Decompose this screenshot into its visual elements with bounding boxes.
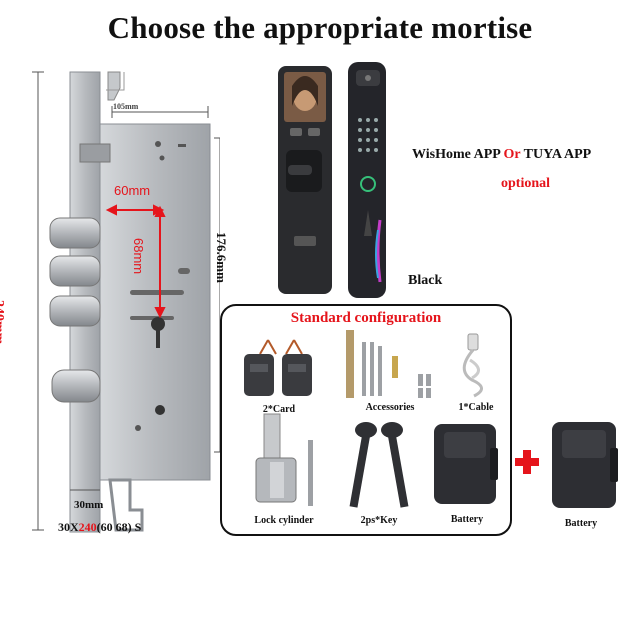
standard-configuration-box [220,304,512,536]
item-label-cable: 1*Cable [458,402,494,413]
item-label-cards: 2*Card [262,404,296,415]
keypad [358,118,378,152]
smart-lock-image [278,62,386,298]
mortise-diagram [32,71,220,533]
plus-icon [515,450,539,474]
bottom-dimension: 30mm [74,499,104,511]
inner-height-dimension: 176.6mm [214,232,229,283]
color-label: Black [408,273,443,288]
optional-label: optional [501,176,551,191]
fingerprint-icon [360,176,376,192]
item-label-battery: Battery [450,514,484,525]
bolt [49,295,101,327]
backset-dimension [105,204,166,319]
bolt [49,217,101,249]
item-label-keys: 2ps*Key [360,515,398,526]
bolt [49,255,101,287]
vertical-dimension: 68mm [131,238,146,275]
accessories-image [346,330,431,398]
lock-cylinder-image [255,413,313,506]
lock-side-panel [348,62,386,298]
keys-image [349,422,409,508]
item-label-accessories: Accessories [365,402,415,413]
battery-image [434,424,498,504]
horizontal-dimension: 60mm [114,183,151,198]
total-height-dimension: 240mm [0,300,6,345]
latch-bolt [51,369,101,403]
page-title: Choose the appropriate mortise [107,10,533,45]
width-dimension: 105mm [113,102,139,111]
lock-case [99,123,211,481]
cable-image [462,333,483,398]
item-label-lock-cylinder: Lock cylinder [254,515,314,526]
app-support-text: WisHome APP Or TUYA APP [412,147,592,162]
mortise-spec: 30X240(60 68) S [58,520,142,534]
extra-battery-label: Battery [564,518,598,529]
card-image [244,339,312,396]
standard-configuration-title: Standard configuration [290,310,442,326]
extra-battery-image [552,422,618,508]
